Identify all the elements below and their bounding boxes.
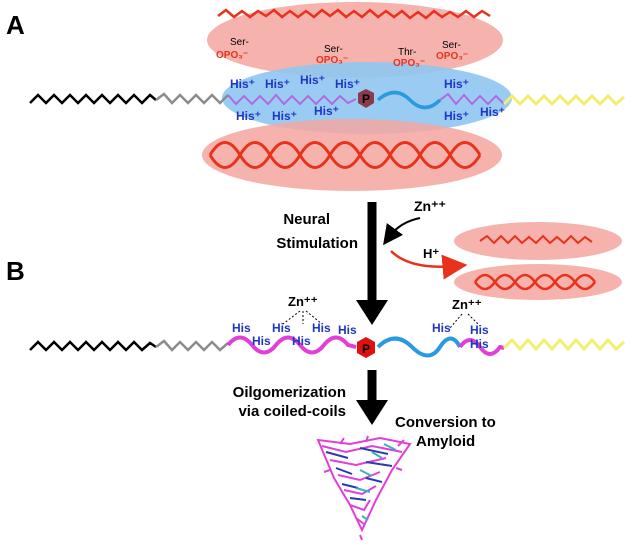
his-a-right-1: His⁺ — [444, 109, 469, 123]
his-a-right-top: His⁺ — [444, 77, 469, 91]
amyloid-line-2: Amyloid — [416, 433, 475, 450]
top-partner-ellipse — [207, 2, 503, 78]
black-chain-b — [29, 340, 157, 352]
his-a-top-4: His⁺ — [335, 77, 360, 91]
his-b-7: His — [432, 321, 451, 335]
down-arrow-bottom-head — [356, 400, 388, 425]
magenta-chain-b-left — [226, 335, 357, 355]
his-a-bottom-2: His⁺ — [272, 109, 297, 123]
release-arrow — [390, 250, 468, 280]
panel-label-a: A — [6, 10, 25, 40]
phosphate-marker-b: P — [357, 337, 375, 358]
phospho-label-4: Ser- OPO₃⁻ — [436, 40, 468, 62]
his-b-8: His — [470, 323, 489, 337]
phosphate-marker-a: P — [358, 89, 374, 108]
cyan-chain-b — [376, 336, 462, 358]
his-a-bottom-3: His⁺ — [314, 104, 339, 118]
black-chain-a — [29, 93, 157, 105]
zinc-label-b-right: Zn⁺⁺ — [452, 297, 482, 312]
his-b-9: His — [470, 337, 489, 351]
down-arrow-icon — [356, 300, 388, 325]
bottom-partner-ellipse — [202, 119, 502, 191]
his-a-top-3: His⁺ — [300, 73, 325, 87]
purple-chain-a-right — [439, 92, 505, 106]
yellow-chain-a — [502, 93, 625, 107]
his-b-6: His — [338, 323, 357, 337]
magenta-chain-b-right — [458, 338, 505, 356]
svg-text:Ser-: Ser- — [324, 44, 343, 55]
his-b-5: His — [312, 321, 331, 335]
his-b-3: His — [272, 321, 291, 335]
oligo-line-1: Oilgomerization — [233, 384, 346, 401]
svg-text:OPO₃⁻: OPO₃⁻ — [216, 50, 248, 61]
amyloid-line-1: Conversion to — [395, 414, 496, 431]
oligo-line-2: via coiled-coils — [238, 403, 346, 420]
his-b-1: His — [232, 321, 251, 335]
red-helix-a — [208, 141, 482, 169]
zinc-label-transition: Zn⁺⁺ — [414, 198, 446, 214]
his-a-top-1: His⁺ — [230, 77, 255, 91]
gray-chain-b — [155, 339, 229, 352]
zinc-coordination-left — [282, 310, 323, 325]
gray-chain-a — [155, 92, 229, 105]
svg-text:Ser-: Ser- — [230, 37, 249, 48]
released-red-helix — [473, 273, 597, 291]
phospho-label-1: Ser- OPO₃⁻ — [216, 37, 249, 61]
zinc-label-b-left: Zn⁺⁺ — [288, 294, 318, 309]
purple-chain-a-left — [227, 93, 357, 106]
phospho-label-2: Ser- OPO₃⁻ — [316, 44, 348, 66]
svg-text:OPO₃⁻: OPO₃⁻ — [436, 51, 468, 62]
svg-text:P: P — [362, 92, 370, 106]
his-a-right-2: His⁺ — [480, 105, 505, 119]
stimulus-line-2: Stimulation — [276, 235, 358, 252]
released-red-strand — [479, 234, 593, 245]
zinc-arrow — [383, 217, 421, 246]
zinc-coordination-right — [449, 313, 481, 329]
svg-text:Ser-: Ser- — [442, 40, 461, 51]
yellow-chain-b — [502, 337, 625, 352]
stimulus-line-1: Neural — [283, 211, 330, 228]
his-b-4: His — [292, 334, 311, 348]
panel-label-b: B — [6, 256, 25, 286]
top-red-strand — [217, 8, 491, 20]
svg-text:OPO₃⁻: OPO₃⁻ — [316, 55, 348, 66]
his-a-bottom-1: His⁺ — [236, 109, 261, 123]
phospho-label-3: Thr- OPO₃⁻ — [393, 47, 425, 69]
proton-label: H⁺ — [423, 246, 439, 261]
svg-text:OPO₃⁻: OPO₃⁻ — [393, 58, 425, 69]
amyloid-fibril-icon — [316, 435, 412, 541]
his-a-top-2: His⁺ — [265, 77, 290, 91]
his-b-2: His — [252, 334, 271, 348]
svg-text:Thr-: Thr- — [398, 47, 416, 58]
cyan-chain-a — [376, 90, 442, 110]
svg-text:P: P — [362, 342, 370, 356]
released-helix-ellipse — [454, 264, 622, 300]
